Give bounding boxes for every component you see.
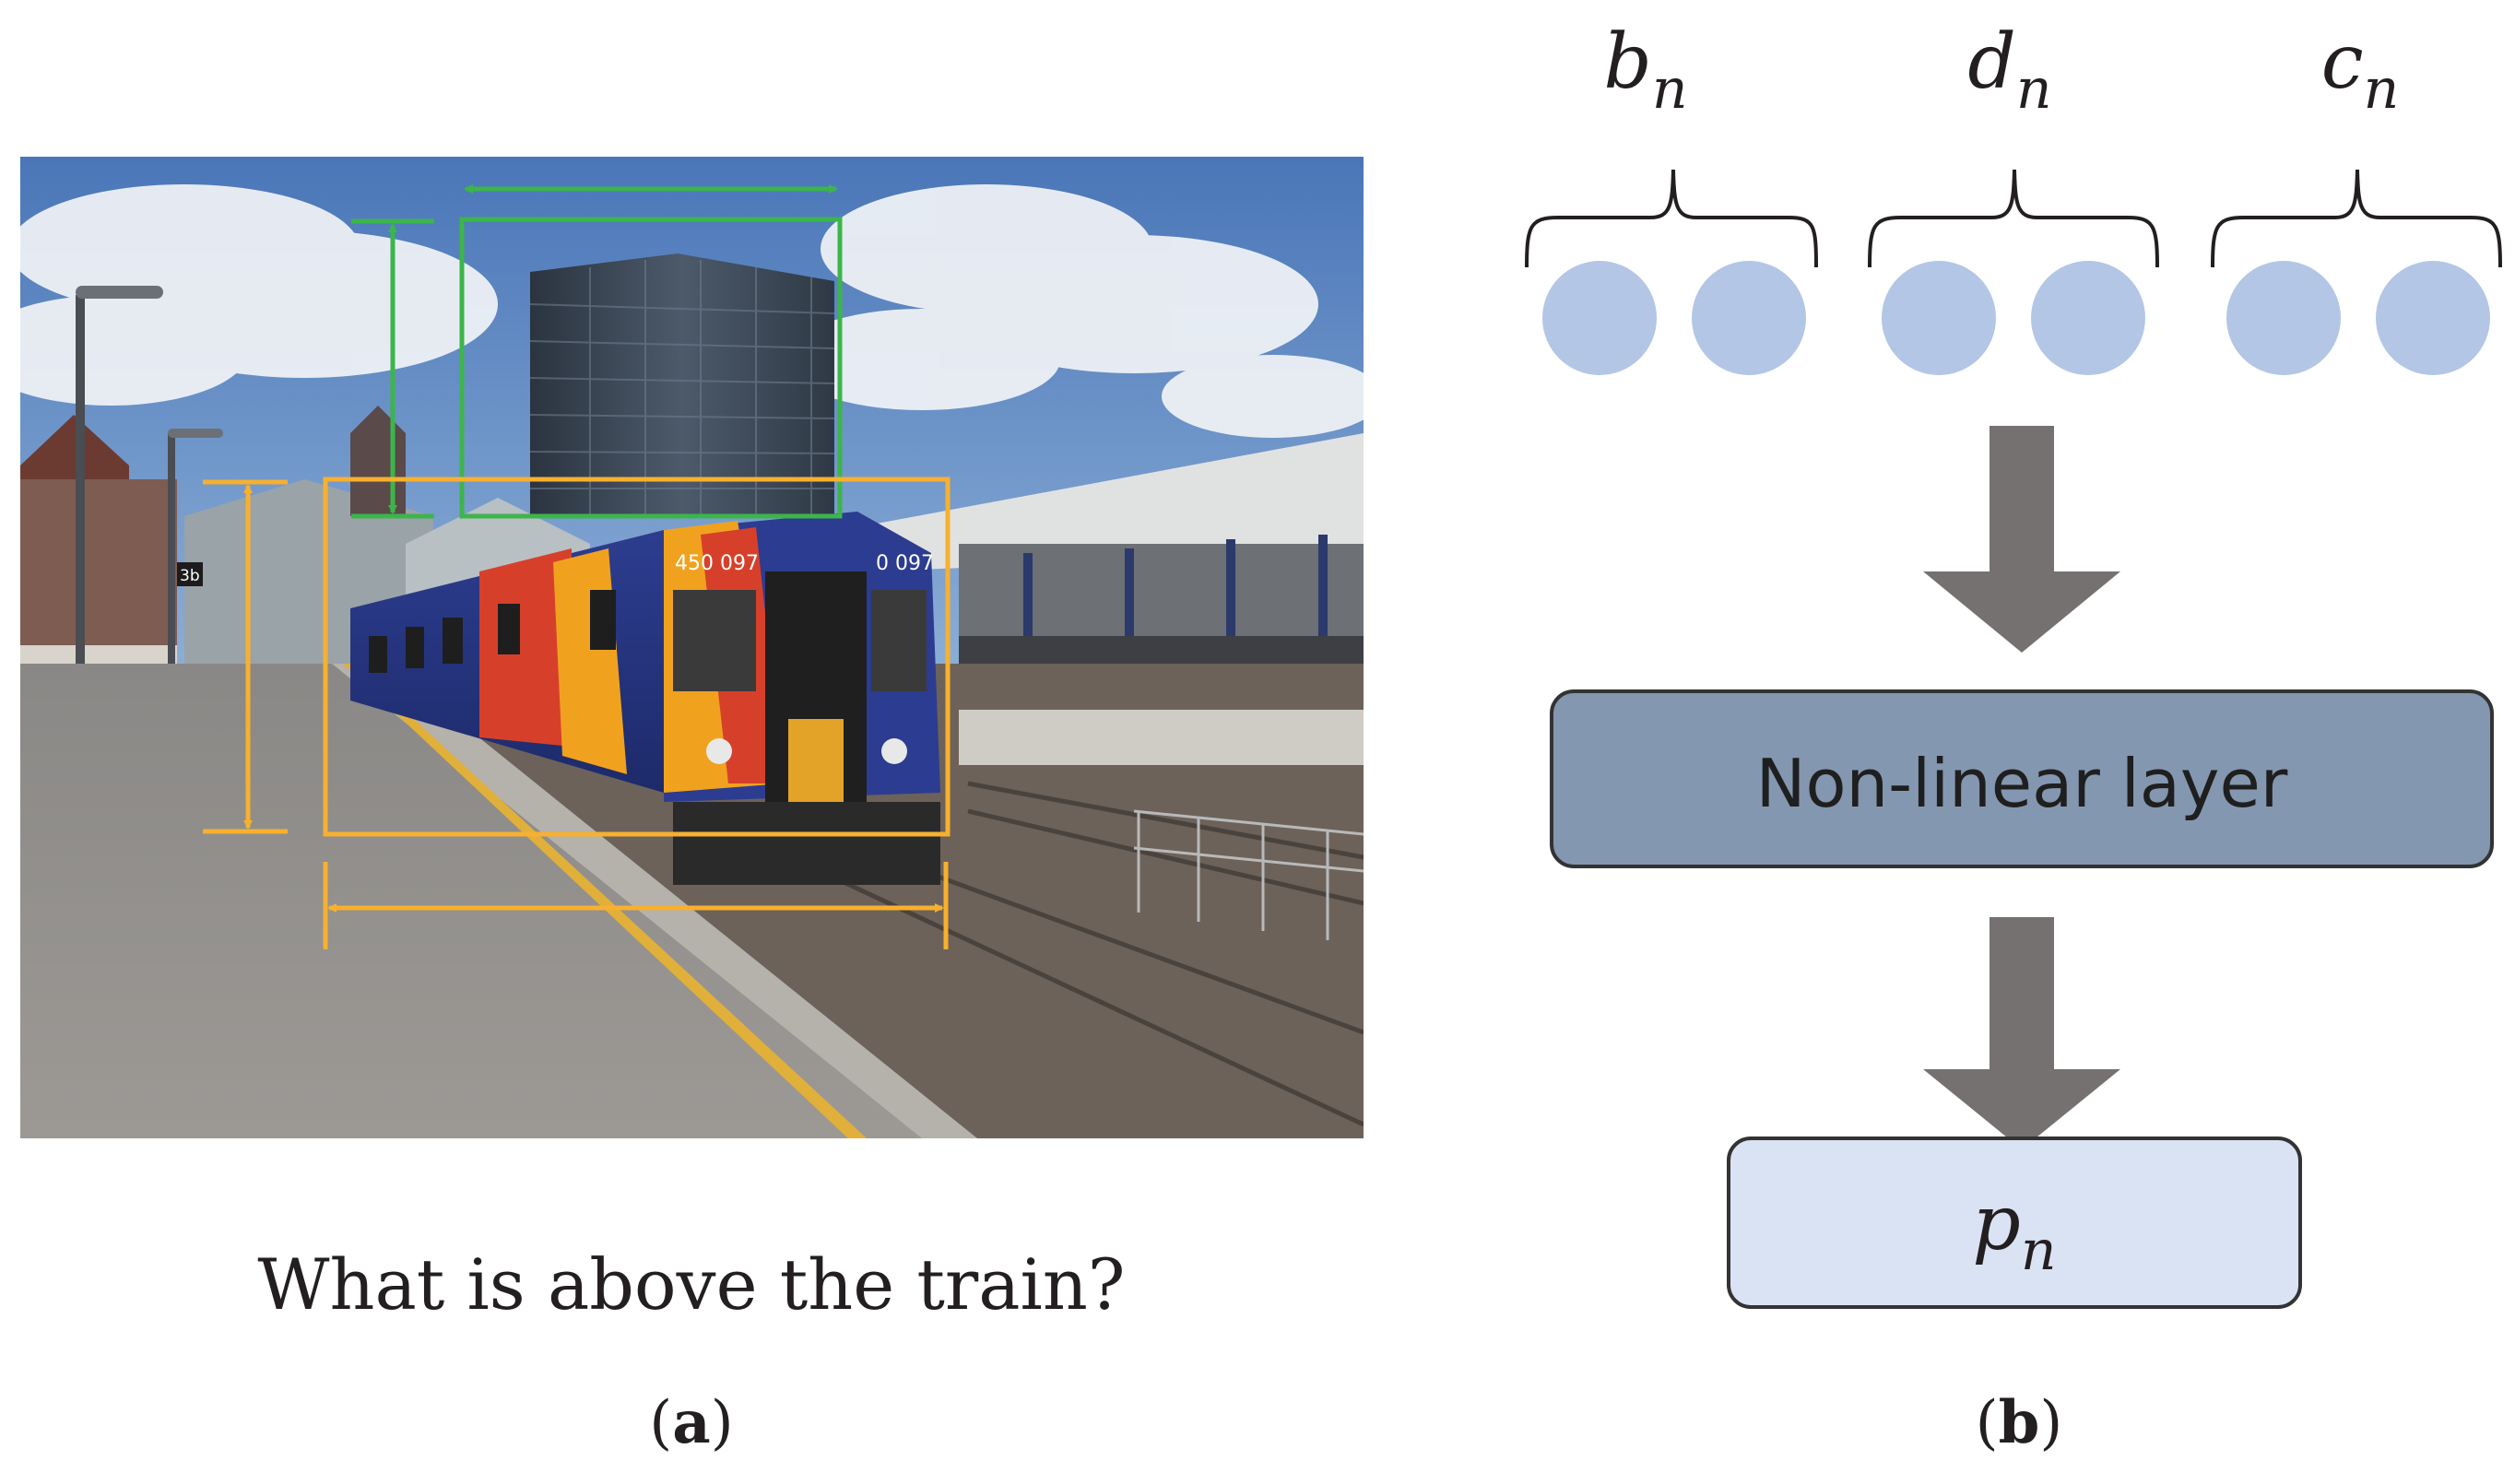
down-arrow-icon [1923,426,2120,653]
input-braces [1525,169,2502,268]
neuron-c-1 [2226,261,2341,375]
input-label-d: dn [1967,18,2051,122]
input-neurons [1542,261,2490,375]
panel-a-label: (a) [649,1388,733,1457]
non-linear-layer-label: Non-linear layer [1756,745,2288,822]
non-linear-layer-box: Non-linear layer [1550,689,2494,868]
panel-b-label: (b) [1976,1388,2063,1457]
neuron-c-2 [2376,261,2490,375]
building-bounding-box [351,184,843,519]
brace-c [2211,169,2502,268]
svg-text:3b: 3b [180,567,200,585]
train-station-photo: 3b 450 097 0 097 [20,157,1364,1138]
input-label-c: cn [2321,18,2400,122]
neuron-d-2 [2031,261,2145,375]
neuron-b-2 [1692,261,1806,375]
train-number: 450 097 [675,552,759,575]
input-label-b: bn [1603,18,1687,122]
output-box: pn [1727,1137,2302,1309]
glass-building [530,253,834,516]
input-labels: bn dn cn [1603,18,2399,122]
train: 450 097 0 097 [350,512,940,885]
neuron-d-1 [1882,261,1996,375]
platform-sign: 3b [177,562,203,586]
clouds [20,184,1364,438]
down-arrow-icon [1923,917,2120,1149]
question-text: What is above the train? [257,1243,1125,1325]
brace-d [1868,169,2159,268]
train-number-partial: 0 097 [876,552,934,575]
output-label: pn [1972,1180,2056,1283]
brace-b [1525,169,1818,268]
neuron-b-1 [1542,261,1657,375]
train-bounding-box [203,477,951,949]
